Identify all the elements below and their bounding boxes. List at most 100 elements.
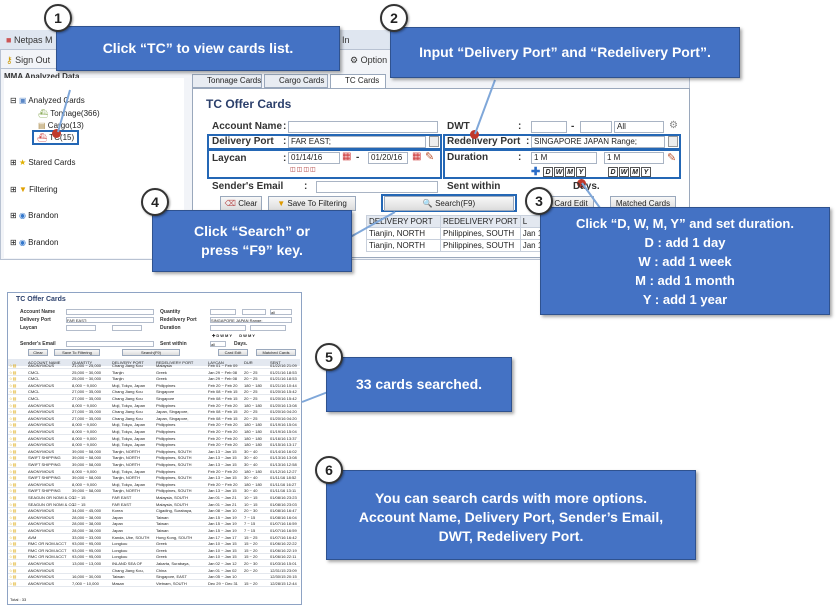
redelivery-port-input[interactable]: SINGAPORE JAPAN Range; xyxy=(531,136,665,148)
sign-out-button[interactable]: ⚷ Sign Out xyxy=(6,55,51,65)
row-star-icon[interactable]: ☆▤ xyxy=(9,574,17,580)
laycan-from-input[interactable] xyxy=(66,325,96,331)
column-header[interactable]: SENT xyxy=(270,360,281,365)
column-header[interactable]: DUR xyxy=(244,360,253,365)
row-star-icon[interactable]: ☆▤ xyxy=(9,501,17,507)
laycan-to-input[interactable] xyxy=(112,325,142,331)
column-header[interactable]: QUANTITY xyxy=(72,360,93,365)
dwt-unit-select[interactable]: All xyxy=(614,121,664,133)
row-star-icon[interactable]: ☆▤ xyxy=(9,462,17,467)
options-button[interactable]: ⚙ Option xyxy=(350,55,388,65)
tab-cargo[interactable]: Cargo Cards xyxy=(264,74,328,88)
day-button[interactable]: D xyxy=(543,167,553,177)
duration-to-input[interactable]: 1 M xyxy=(604,152,664,164)
column-header[interactable]: LAYCAN xyxy=(208,360,224,365)
day-button[interactable]: D xyxy=(608,167,618,177)
senders-email-input[interactable] xyxy=(316,181,438,193)
dwmy-buttons[interactable]: ✚DWMY DWMY xyxy=(212,333,256,338)
tab-tc[interactable]: TC Cards xyxy=(330,74,386,88)
laycan-to-input[interactable]: 01/20/16 xyxy=(368,152,408,164)
tree-item-stared[interactable]: ⊞ ★ Stared Cards xyxy=(10,158,76,167)
date-shortcut-icons[interactable]: ◫◫◫◫ xyxy=(290,167,317,173)
edit-icon[interactable]: ✎ xyxy=(667,152,677,164)
tree-item-brandon[interactable]: ⊞ ◉ Brandon xyxy=(10,238,59,247)
month-button[interactable]: M xyxy=(565,167,575,177)
quantity-min-input[interactable] xyxy=(210,309,236,315)
row-star-icon[interactable]: ☆▤ xyxy=(9,495,17,500)
tree-item-tonnage[interactable]: ⛴ Tonnage(366) xyxy=(38,109,100,118)
row-star-icon[interactable]: ☆▤ xyxy=(9,376,17,382)
row-star-icon[interactable]: ☆▤ xyxy=(9,415,17,421)
dwt-max-input[interactable] xyxy=(580,121,612,133)
laycan-from-input[interactable]: 01/14/16 xyxy=(288,152,340,164)
row-star-icon[interactable]: ☆▤ xyxy=(9,435,17,441)
week-button[interactable]: W xyxy=(554,167,564,177)
delivery-port-input[interactable]: FAR EAST; xyxy=(288,136,426,148)
row-star-icon[interactable]: ☆▤ xyxy=(9,468,17,474)
row-star-icon[interactable]: ☆▤ xyxy=(9,521,17,527)
matched-cards-button[interactable]: Matched Cards xyxy=(256,349,296,356)
tree-item-filtering[interactable]: ⊞ ▼ Filtering xyxy=(10,185,58,194)
row-star-icon[interactable]: ☆▤ xyxy=(9,402,17,408)
year-button[interactable]: Y xyxy=(641,167,651,177)
dwt-min-input[interactable] xyxy=(531,121,567,133)
senders-email-input[interactable] xyxy=(66,341,154,347)
row-star-icon[interactable]: ☆▤ xyxy=(9,534,17,540)
row-star-icon[interactable]: ☆▤ xyxy=(9,396,17,401)
row-star-icon[interactable]: ☆▤ xyxy=(9,547,17,553)
row-star-icon[interactable]: ☆▤ xyxy=(9,541,17,547)
row-star-icon[interactable]: ☆▤ xyxy=(9,475,17,481)
column-header[interactable]: ACCOUNT NAME xyxy=(28,360,61,365)
row-star-icon[interactable]: ☆▤ xyxy=(9,442,17,448)
row-star-icon[interactable]: ☆▤ xyxy=(9,409,17,415)
row-star-icon[interactable]: ☆▤ xyxy=(9,429,17,434)
quantity-max-input[interactable] xyxy=(242,309,266,315)
row-star-icon[interactable]: ☆▤ xyxy=(9,481,17,487)
edit-icon[interactable]: ✎ xyxy=(425,151,435,163)
row-star-icon[interactable]: ☆▤ xyxy=(9,488,17,494)
settings-icon[interactable]: ⚙ xyxy=(669,120,678,131)
tree-item-cargo[interactable]: ▤ Cargo(13) xyxy=(38,121,84,130)
row-star-icon[interactable]: ☆▤ xyxy=(9,508,17,514)
search-button[interactable]: 🔍 Search(F9) xyxy=(384,196,514,211)
row-star-icon[interactable]: ☆▤ xyxy=(9,369,17,375)
row-star-icon[interactable]: ☆▤ xyxy=(9,448,17,454)
row-star-icon[interactable]: ☆▤ xyxy=(9,363,17,368)
month-button[interactable]: M xyxy=(630,167,640,177)
account-name-input[interactable] xyxy=(288,121,438,133)
calendar-icon[interactable]: ▦ xyxy=(412,151,422,162)
column-header[interactable]: DELIVERY PORT xyxy=(112,360,144,365)
column-header[interactable]: REDELIVERY PORT xyxy=(156,360,194,365)
row-star-icon[interactable]: ☆▤ xyxy=(9,567,17,573)
year-button[interactable]: Y xyxy=(576,167,586,177)
row-star-icon[interactable]: ☆▤ xyxy=(9,382,17,388)
browse-icon[interactable] xyxy=(429,136,439,147)
calendar-icon[interactable]: ▦ xyxy=(342,151,352,162)
quantity-unit-select[interactable]: all xyxy=(270,309,292,315)
table-row[interactable]: Tianjin, NORTH Philippines, SOUTH Jan 1 xyxy=(366,239,546,252)
